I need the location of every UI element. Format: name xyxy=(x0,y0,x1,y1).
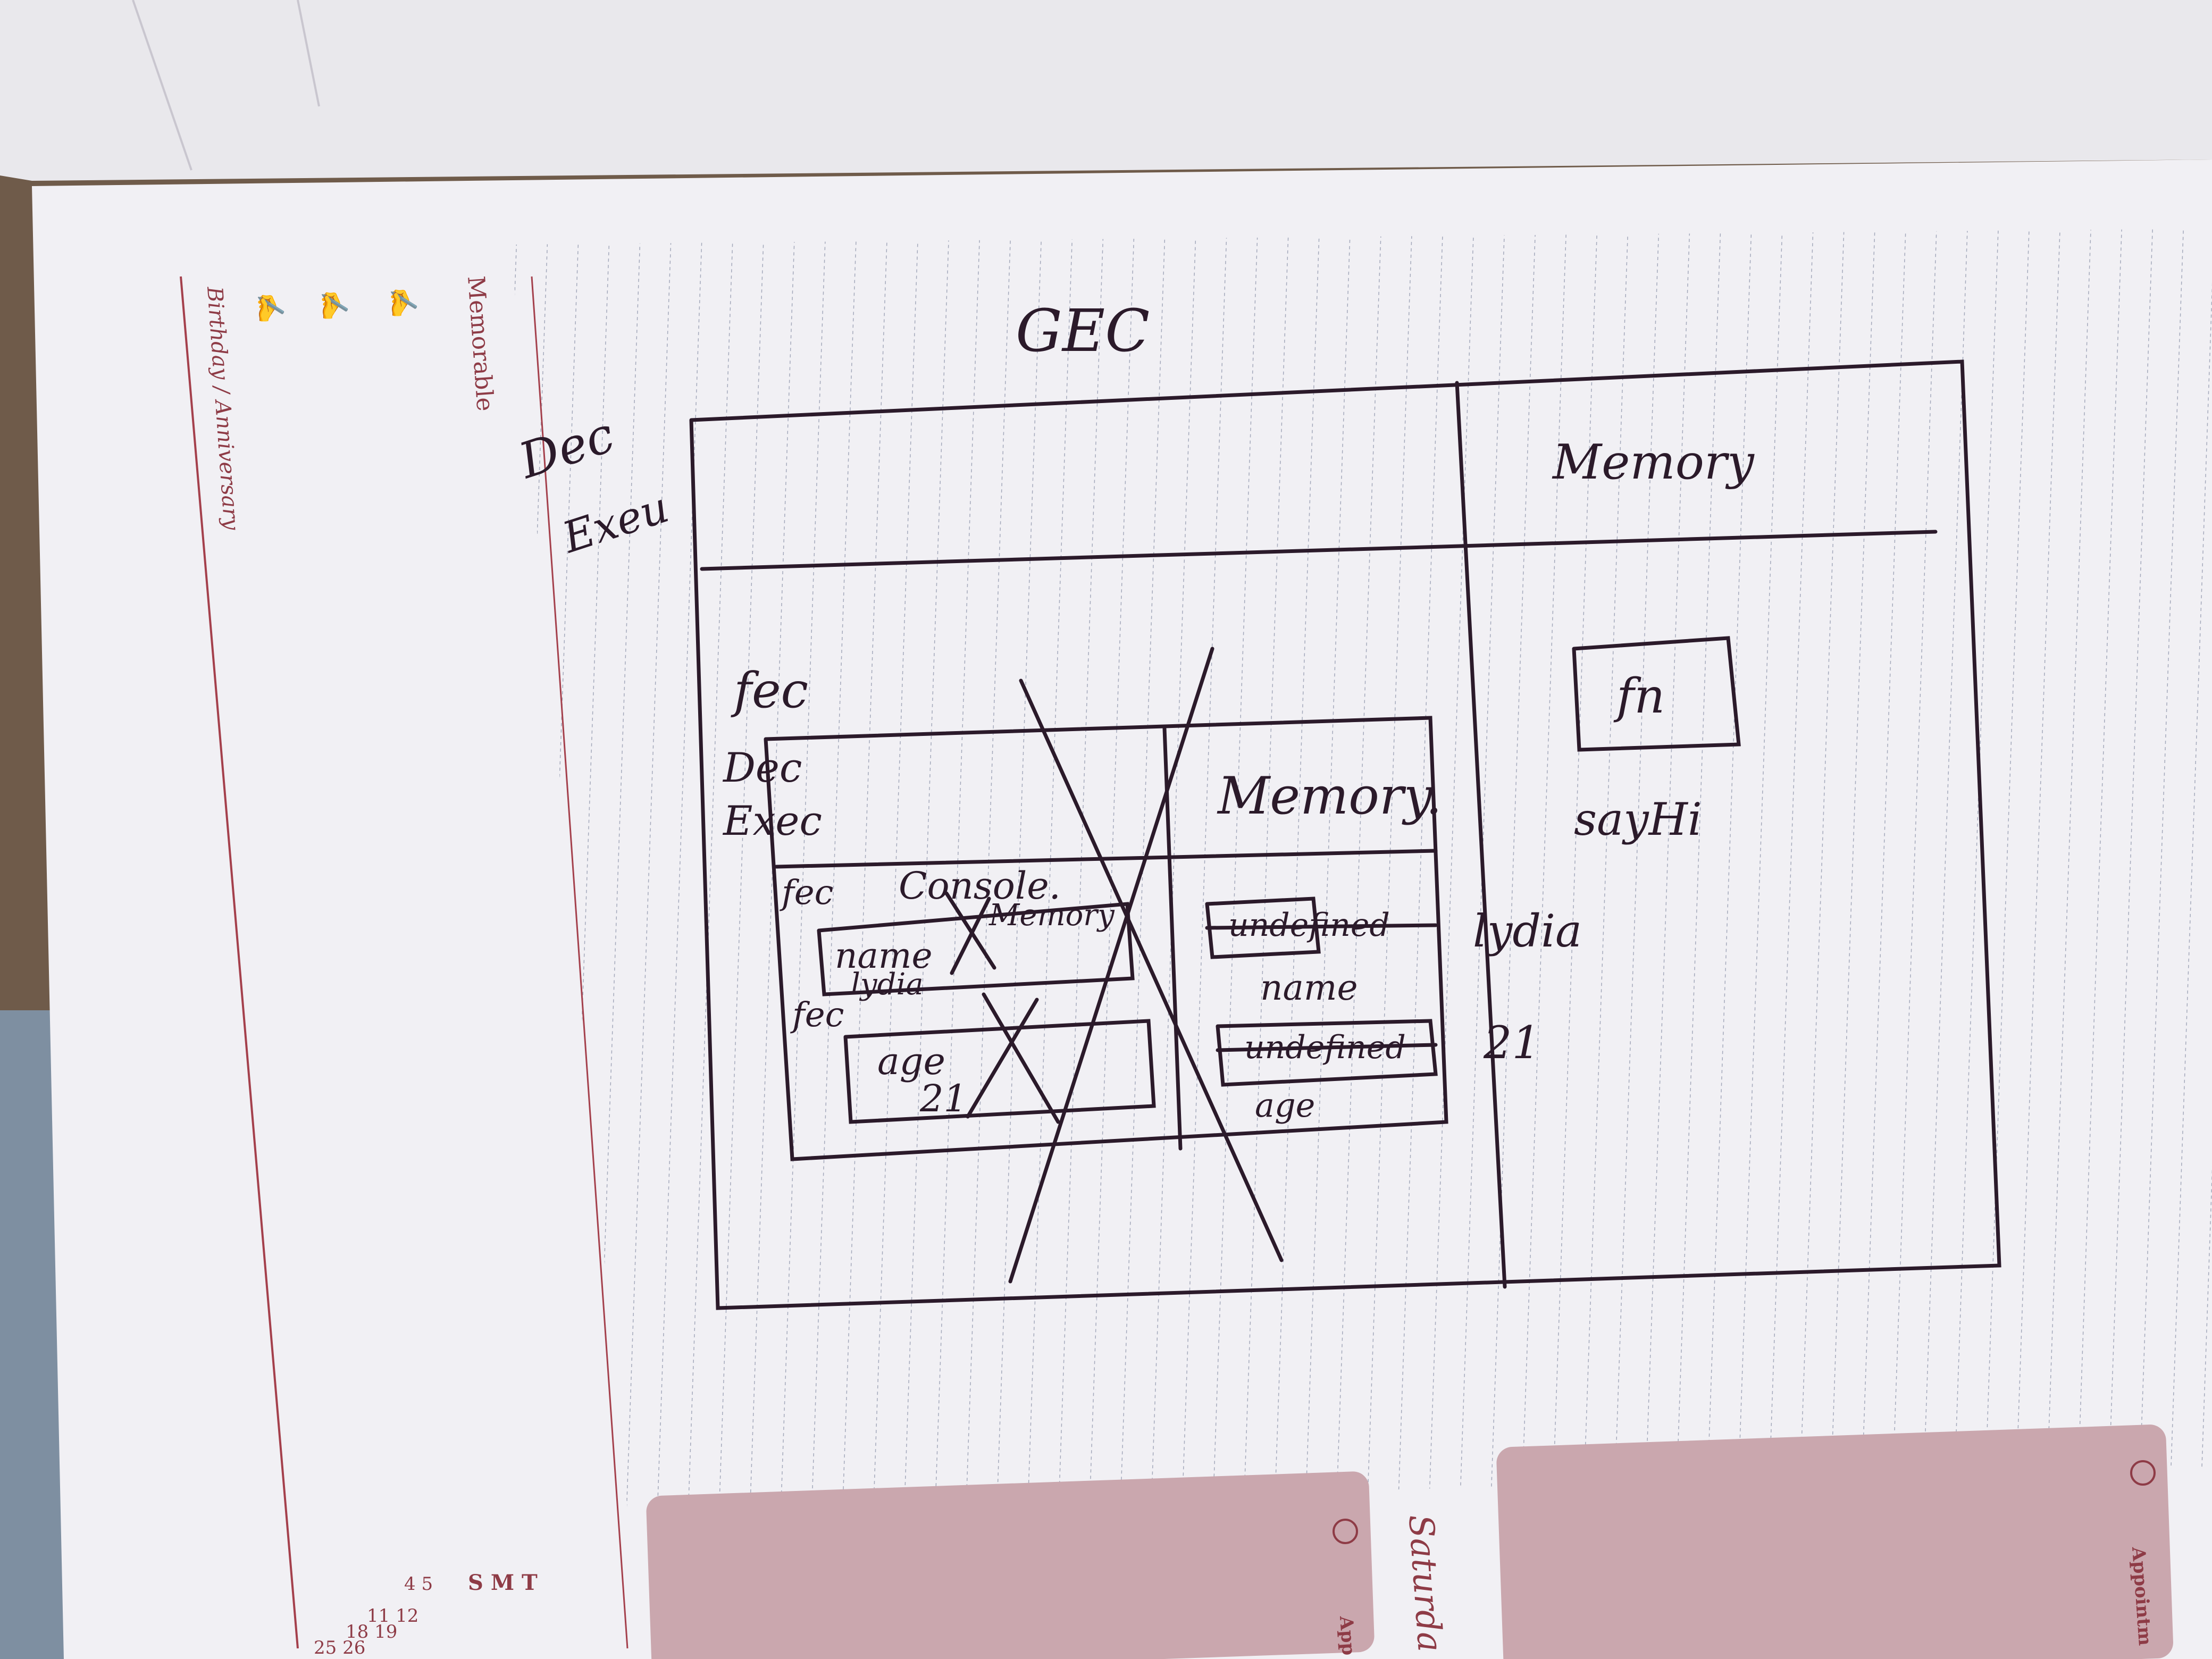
cross-out-stroke xyxy=(950,896,991,975)
strike-undefined-1 xyxy=(1205,923,1438,930)
margin-line xyxy=(180,276,299,1649)
clock-icon xyxy=(2130,1460,2156,1486)
fec-label-2: fec xyxy=(780,873,833,912)
age-box xyxy=(843,1019,1156,1124)
calendar-row: 11 12 xyxy=(367,1605,418,1627)
name-box xyxy=(817,902,1135,996)
cross-out-stroke xyxy=(982,992,1060,1124)
memory-value-lydia: lydia xyxy=(1473,905,1582,957)
pen-icon: ✍ xyxy=(254,291,286,325)
previous-page-rule xyxy=(132,0,192,171)
gec-header-line xyxy=(700,530,1938,571)
strike-undefined-2 xyxy=(1216,1043,1438,1052)
previous-page xyxy=(0,0,2212,181)
calendar-row: 25 26 xyxy=(314,1637,365,1658)
deep-age-value: 21 xyxy=(919,1077,967,1120)
gec-title: GEC xyxy=(1016,297,1150,365)
cross-out-stroke xyxy=(966,998,1039,1119)
pen-icon: ✍ xyxy=(387,286,419,320)
memory-name-label: name xyxy=(1260,967,1358,1008)
gec-outer-box xyxy=(689,359,2001,1310)
fn-box xyxy=(1572,636,1741,752)
cross-out-stroke xyxy=(1008,647,1214,1284)
deep-name-label: name xyxy=(835,935,933,976)
fec-label: fec xyxy=(731,662,808,719)
inner-memory-label: Memory. xyxy=(1217,766,1442,826)
handwritten-diagram: GEC Dec Exeu Memory fn sayHi fec Dec Exe… xyxy=(512,297,2001,1310)
fec-header-line xyxy=(774,849,1438,869)
gec-divider-vertical xyxy=(1455,381,1507,1289)
appointment-box-bottom xyxy=(646,1471,1375,1659)
fec-box xyxy=(764,716,1448,1161)
deep-name-value: lydia xyxy=(851,967,924,1002)
deep-memory-label: Memory xyxy=(988,898,1115,933)
memory-slot-name xyxy=(1205,896,1321,959)
previous-page-rule xyxy=(297,0,320,107)
calendar-row: 18 19 xyxy=(346,1621,397,1643)
fn-label: fn xyxy=(1613,668,1665,724)
calendar-header: S M T xyxy=(468,1570,538,1595)
ruled-lines xyxy=(510,229,2212,1510)
memory-age-label: age xyxy=(1255,1086,1315,1125)
console-label: Console. xyxy=(899,864,1061,908)
day-label: Saturda xyxy=(1401,1513,1449,1653)
calendar-printed: S M T 4 5 11 12 18 19 25 26 xyxy=(314,1570,538,1658)
appointment-box-right xyxy=(1496,1425,2173,1659)
clock-icon xyxy=(1333,1519,1358,1544)
cross-out-stroke xyxy=(944,891,996,970)
inner-decl-label: Dec xyxy=(722,744,802,791)
deep-age-label: age xyxy=(877,1040,945,1083)
outer-memory-label: Memory xyxy=(1552,434,1755,490)
memory-value-21: 21 xyxy=(1483,1017,1540,1069)
calendar-row: 4 5 xyxy=(404,1573,433,1595)
inner-exec-label: Exec xyxy=(722,797,822,844)
pen-icon: ✍ xyxy=(318,288,350,322)
cross-out-stroke xyxy=(1019,678,1284,1262)
sayhi-label: sayHi xyxy=(1574,793,1702,845)
margin-line xyxy=(531,276,629,1649)
memory-slot-age xyxy=(1216,1019,1438,1087)
fec-divider-vertical xyxy=(1162,726,1183,1151)
appointment-label: App xyxy=(1335,1615,1359,1656)
fec-label-3: fec xyxy=(790,995,844,1035)
